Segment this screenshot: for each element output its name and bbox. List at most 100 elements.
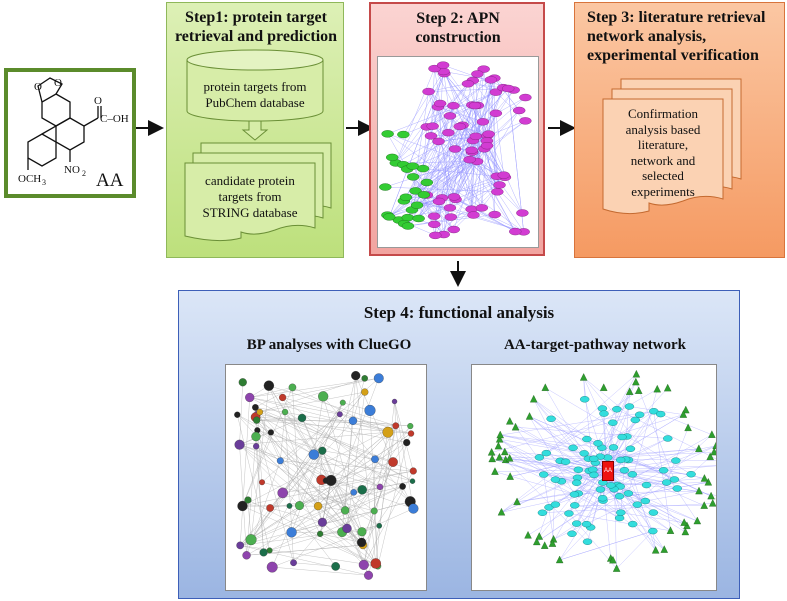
step4-title: Step 4: functional analysis (363, 303, 555, 322)
step3-title-line1: Step 3: literature retrieval (587, 9, 766, 26)
atp-target-node (579, 396, 590, 403)
cluego-edge (250, 385, 270, 540)
cluego-edge (368, 525, 380, 576)
apn-edge (495, 113, 504, 176)
cluego-edge (339, 414, 389, 433)
cluego-term-node (391, 398, 398, 405)
step2-title-line2: construction (415, 29, 501, 46)
atp-pathway-node (660, 545, 668, 553)
apn-target-node (519, 117, 532, 125)
atp-target-node (608, 419, 618, 426)
cluego-edge (322, 480, 332, 523)
aa-center-node: AA (602, 461, 614, 481)
apn-edge (395, 68, 435, 164)
cluego-edge (318, 492, 354, 507)
cluego-term-node (340, 506, 350, 515)
atp-target-node (686, 471, 696, 478)
atp-target-node (546, 415, 556, 422)
apn-edge (385, 159, 470, 188)
apn-target-node (509, 227, 522, 236)
apn-predicted-node (383, 213, 396, 221)
cluego-edge (249, 387, 293, 398)
atp-target-node (568, 444, 578, 452)
cluego-edge (270, 507, 323, 523)
cluego-edge (242, 425, 396, 507)
cluego-term-node (370, 558, 381, 569)
apn-target-node (426, 122, 439, 130)
apn-target-node (469, 132, 482, 141)
atp-pathway-node (684, 423, 692, 432)
methoxy-subscript: 3 (42, 178, 46, 187)
atp-edge (600, 456, 611, 559)
cluego-term-node (251, 431, 261, 442)
apn-target-node (497, 171, 510, 179)
atp-target-node (615, 456, 626, 464)
atp-pathway-node (495, 453, 504, 461)
atp-target-node (593, 440, 603, 447)
atp-pathway-node (681, 527, 690, 536)
atp-edge (593, 458, 720, 461)
apn-predicted-node (385, 153, 399, 162)
atp-pathway-node (579, 373, 588, 381)
atp-target-node (671, 457, 681, 464)
apn-target-node (447, 102, 460, 110)
cluego-term-node (266, 547, 273, 554)
atp-target-node (619, 467, 630, 474)
cluego-term-node (234, 411, 241, 418)
atp-pathway-node (704, 477, 713, 486)
apn-target-node (465, 146, 478, 154)
document-label-line1: candidate protein (205, 173, 295, 188)
cluego-edge (255, 387, 293, 408)
atp-edge (666, 427, 689, 483)
cluego-edge (240, 433, 412, 546)
apn-target-node (461, 80, 475, 88)
cluego-term-node (331, 562, 340, 571)
apn-target-node (422, 87, 435, 96)
atp-target-node (616, 509, 626, 516)
atp-edge (492, 458, 544, 475)
apn-target-node (443, 204, 457, 212)
cluego-term-node (351, 371, 361, 381)
cluego-edge (246, 489, 363, 556)
apn-edge (441, 133, 489, 199)
atp-target-node (612, 406, 622, 413)
atp-edge (606, 438, 668, 471)
atp-target-node (669, 476, 680, 483)
cluego-term-node (408, 503, 419, 514)
cluego-term-node (313, 501, 323, 511)
atp-target-node (537, 509, 548, 516)
atp-edge (573, 414, 684, 448)
cluego-term-node (348, 416, 358, 425)
cluego-term-node (253, 443, 260, 450)
cluego-term-node (245, 534, 257, 546)
apn-edge (387, 133, 504, 176)
atp-pathway-node (712, 441, 720, 449)
cluego-term-node (276, 457, 284, 465)
nitro-label: NO (64, 164, 80, 176)
atp-target-node (589, 455, 599, 462)
apn-network-graph (379, 61, 532, 240)
atp-edge (515, 427, 618, 486)
cluego-term-node (277, 487, 288, 499)
cluego-edge (330, 480, 414, 509)
step3-panel: Step 3: literature retrieval network ana… (574, 2, 785, 258)
cluego-edge (363, 425, 396, 565)
cluego-term-node (252, 404, 259, 411)
step1-title: Step1: protein target retrieval and pred… (171, 8, 341, 46)
atp-pathway-node (693, 516, 702, 525)
cluego-edge (282, 470, 414, 494)
cluego-edge (394, 401, 396, 426)
atp-pathway-node (525, 412, 534, 420)
atp-edge (529, 416, 602, 448)
atp-edge (606, 469, 653, 532)
apn-edge (437, 106, 451, 208)
atp-target-node (560, 458, 571, 465)
cluego-term-node (342, 523, 352, 534)
cluego-edge (355, 375, 394, 463)
atp-edge (505, 459, 588, 542)
apn-edge (476, 161, 524, 232)
atp-target-node (581, 520, 592, 528)
cluego-edge (259, 378, 365, 413)
atp-pathway-node (495, 434, 504, 443)
atp-target-node (606, 482, 616, 489)
